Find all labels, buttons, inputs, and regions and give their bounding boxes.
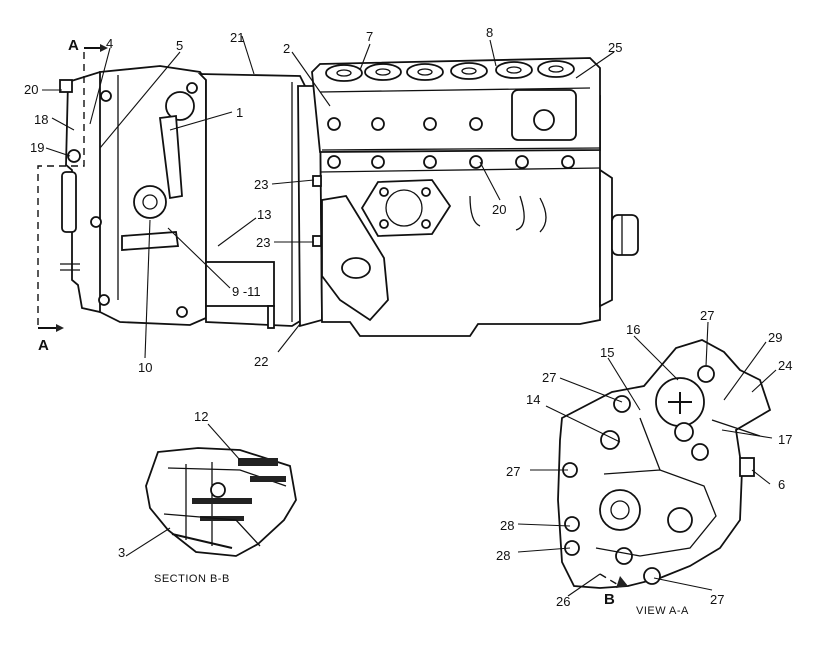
- callout-8: 8: [486, 25, 493, 40]
- callout-16: 16: [626, 322, 640, 337]
- callout-28-b: 28: [496, 548, 510, 563]
- callout-23-upper: 23: [254, 177, 268, 192]
- callout-9-11: 9 -11: [232, 284, 261, 299]
- callout-22: 22: [254, 354, 268, 369]
- callout-24: 24: [778, 358, 792, 373]
- callout-3: 3: [118, 545, 125, 560]
- callout-7: 7: [366, 29, 373, 44]
- callout-20-left: 20: [24, 82, 38, 97]
- callout-27-a: 27: [542, 370, 556, 385]
- section-line-a: [37, 44, 108, 332]
- callout-15: 15: [600, 345, 614, 360]
- callout-26: 26: [556, 594, 570, 609]
- callout-5: 5: [176, 38, 183, 53]
- callout-10: 10: [138, 360, 152, 375]
- caption-view-aa: VIEW A-A: [636, 605, 689, 617]
- callout-25: 25: [608, 40, 622, 55]
- callout-23-lower: 23: [256, 235, 270, 250]
- view-aa-drawing: [557, 339, 772, 589]
- callout-labels: 1 2 3 4 5 6 7 8 9 -11 10 12 13 14 15 16 …: [24, 25, 792, 609]
- callout-1: 1: [236, 105, 243, 120]
- callout-28-a: 28: [500, 518, 514, 533]
- callout-21: 21: [230, 30, 244, 45]
- callout-6: 6: [778, 477, 785, 492]
- callout-20-right: 20: [492, 202, 506, 217]
- callout-29: 29: [768, 330, 782, 345]
- section-marker-a-top: A: [68, 37, 79, 54]
- section-marker-a-bottom: A: [38, 337, 49, 354]
- callout-27-d: 27: [710, 592, 724, 607]
- callout-18: 18: [34, 112, 48, 127]
- callout-2: 2: [283, 41, 290, 56]
- callout-4: 4: [106, 36, 113, 51]
- callout-13: 13: [257, 207, 271, 222]
- callout-27-b: 27: [700, 308, 714, 323]
- callout-12: 12: [194, 409, 208, 424]
- section-marker-b: B: [604, 591, 615, 608]
- caption-section-bb: SECTION B-B: [154, 573, 230, 585]
- section-bb-drawing: [145, 447, 297, 557]
- callout-27-c: 27: [506, 464, 520, 479]
- injection-outlets: [325, 60, 575, 82]
- main-pump-assembly: [59, 57, 639, 337]
- callout-17: 17: [778, 432, 792, 447]
- leader-lines: [42, 35, 777, 597]
- callout-19: 19: [30, 140, 44, 155]
- callout-14: 14: [526, 392, 540, 407]
- lower-bolt-row: [327, 155, 575, 169]
